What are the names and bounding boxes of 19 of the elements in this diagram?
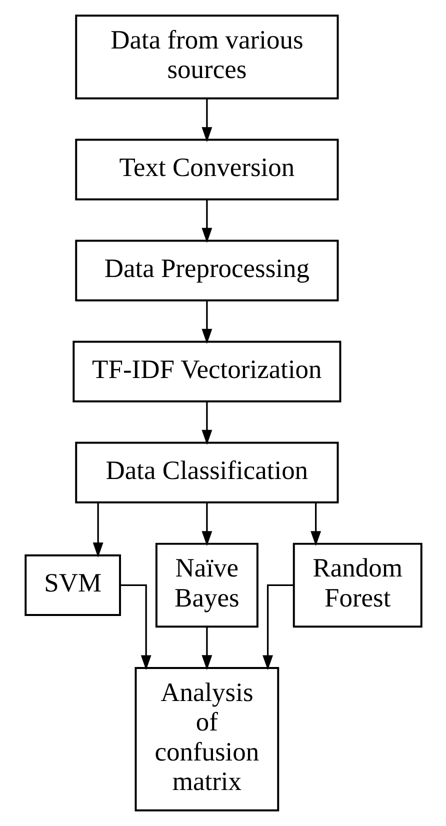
node-box: Analysis of confusion matrix: [134, 667, 279, 812]
node-box: Naïve Bayes: [154, 542, 258, 628]
arrow: [120, 584, 151, 670]
node-box: Random Forest: [292, 542, 422, 628]
arrow: [201, 200, 212, 243]
node-box: Text Conversion: [74, 138, 338, 200]
arrow: [310, 502, 321, 546]
arrow: [262, 584, 294, 670]
arrow: [201, 98, 212, 142]
arrow: [201, 300, 212, 344]
node-box: Data Preprocessing: [74, 240, 338, 302]
node-box: TF-IDF Vectorization: [72, 340, 341, 402]
arrow: [201, 627, 212, 670]
arrow: [201, 502, 212, 546]
arrow: [92, 502, 103, 558]
node-box: Data from various sources: [74, 14, 338, 100]
node-box: SVM: [24, 554, 120, 616]
arrow: [201, 402, 212, 445]
node-box: Data Classification: [74, 442, 338, 504]
